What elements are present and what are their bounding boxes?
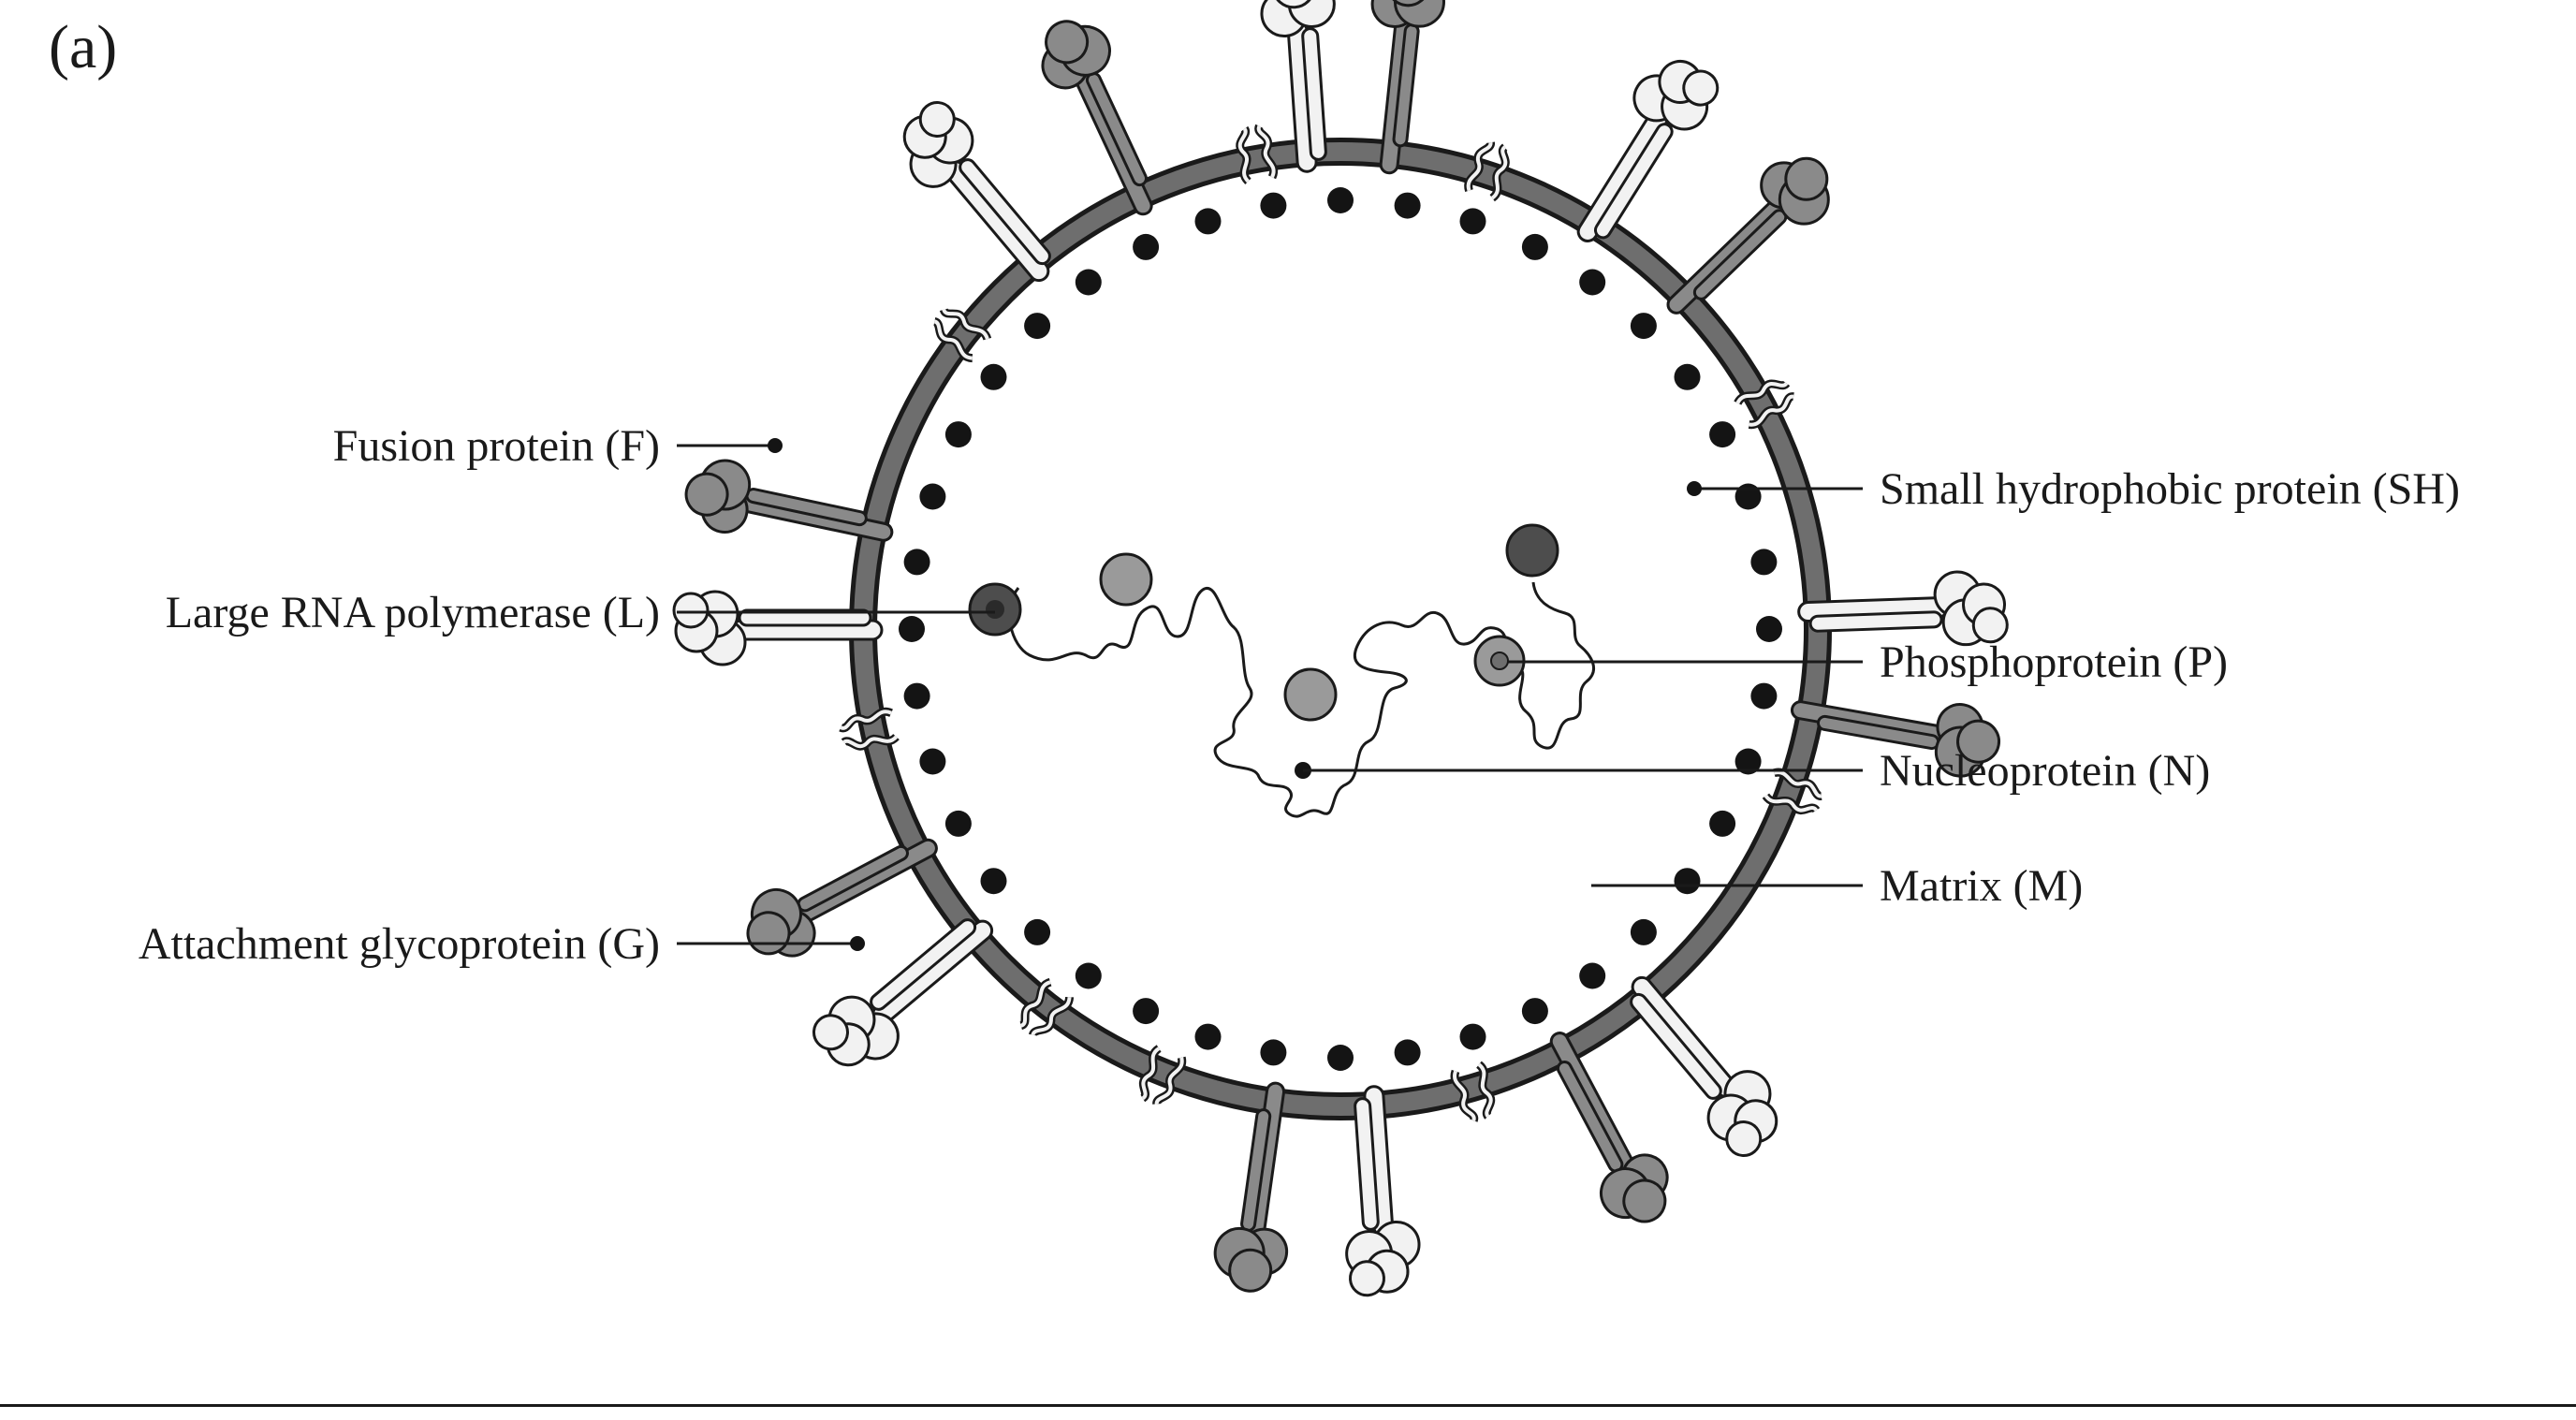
svg-text:Large RNA polymerase (L): Large RNA polymerase (L) [166,588,660,637]
matrix-dot [899,616,925,642]
label-small-hydrophobic-protein: Small hydrophobic protein (SH) [1687,464,2460,514]
svg-text:Matrix (M): Matrix (M) [1880,861,2083,911]
bottom-divider [0,1404,2576,1407]
fusion-protein-spike [1646,139,1849,339]
polymerase-core [986,600,1004,619]
phosphoprotein-core [1490,651,1509,670]
matrix-dot [1394,192,1421,219]
svg-text:Small hydrophobic protein (SH): Small hydrophobic protein (SH) [1880,464,2460,514]
matrix-dot [1750,549,1778,576]
matrix-dot [1075,269,1102,296]
matrix-dot [1579,962,1606,989]
matrix-dot [1756,616,1782,642]
label-attachment-glycoprotein: Attachment glycoprotein (G) [139,919,865,969]
matrix-dot [919,483,946,510]
svg-text:Attachment glycoprotein (G): Attachment glycoprotein (G) [139,919,660,969]
phosphoprotein-circle [1283,667,1338,722]
label-phosphoprotein: Phosphoprotein (P) [1507,637,2228,687]
matrix-protein-layer [899,187,1782,1071]
matrix-dot [1709,421,1736,448]
matrix-dot [1579,269,1606,296]
matrix-dot [1630,313,1657,340]
matrix-dot [1734,748,1762,775]
matrix-dot [1327,1045,1354,1071]
label-large-rna-polymerase: Large RNA polymerase (L) [166,588,995,637]
matrix-dot [980,868,1007,895]
matrix-dot [919,748,946,775]
matrix-dot [944,421,972,448]
matrix-dot [1024,918,1051,945]
phosphoprotein-circle [1099,552,1153,607]
attachment-glycoprotein-spike [1604,956,1798,1165]
attachment-glycoprotein-spike [804,893,1014,1087]
matrix-dot [1674,868,1701,895]
label-matrix: Matrix (M) [1591,861,2083,911]
matrix-dot [1024,313,1051,340]
matrix-dot [1630,918,1657,945]
label-fusion-protein: Fusion protein (F) [333,421,783,471]
svg-text:Nucleoprotein (N): Nucleoprotein (N) [1880,746,2210,796]
svg-text:Fusion protein (F): Fusion protein (F) [333,421,660,471]
label-nucleoprotein: Nucleoprotein (N) [1303,746,2210,796]
matrix-dot [980,363,1007,390]
matrix-dot [1521,233,1548,260]
nucleocapsid-rna-strand [1008,581,1596,818]
matrix-dot [1260,192,1287,219]
matrix-dot [1327,187,1354,213]
matrix-dot [1133,233,1160,260]
matrix-dot [1521,998,1548,1025]
svg-text:Phosphoprotein (P): Phosphoprotein (P) [1880,637,2228,687]
panel-label: (a) [49,13,117,81]
matrix-dot [944,810,972,837]
matrix-dot [1459,1023,1486,1050]
matrix-dot [903,682,930,710]
matrix-dot [903,549,930,576]
matrix-dot [1394,1039,1421,1066]
polymerase-circle [1505,523,1559,578]
matrix-dot [1075,962,1102,989]
matrix-dot [1750,682,1778,710]
matrix-dot [1459,208,1486,235]
attachment-glycoprotein-spike [883,93,1076,302]
matrix-dot [1260,1039,1287,1066]
matrix-dot [1194,208,1222,235]
matrix-dot [1194,1023,1222,1050]
matrix-dot [1133,998,1160,1025]
matrix-dot [1709,810,1736,837]
attachment-glycoprotein-spike [1551,43,1727,262]
matrix-dot [1674,363,1701,390]
